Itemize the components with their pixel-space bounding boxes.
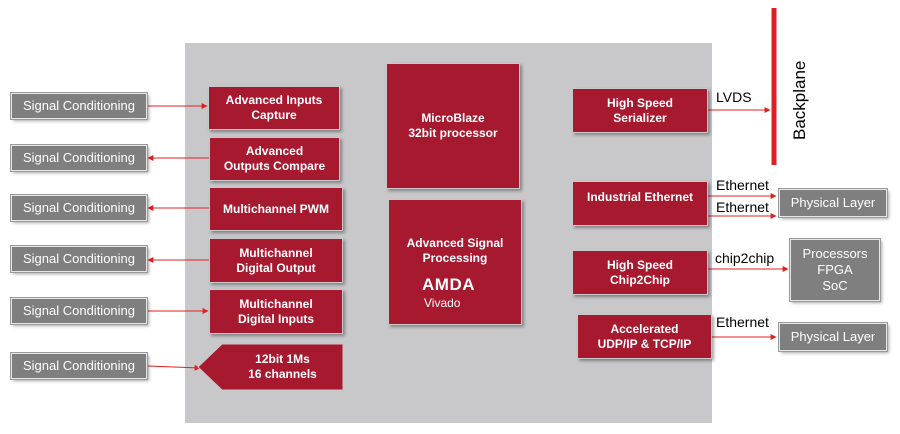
signal-conditioning-5[interactable]: Signal Conditioning: [10, 297, 148, 325]
physical-layer-1[interactable]: Physical Layer: [778, 188, 888, 218]
processors-fpga-soc-block[interactable]: Processors FPGA SoC: [789, 238, 881, 302]
high-speed-chip2chip-block[interactable]: High Speed Chip2Chip: [572, 250, 708, 295]
amd-logo: AMDA: [422, 275, 475, 294]
advanced-outputs-compare-block[interactable]: Advanced Outputs Compare: [209, 137, 340, 181]
multichannel-pwm-block[interactable]: Multichannel PWM: [209, 187, 343, 231]
ethernet-label-2: Ethernet: [716, 199, 769, 215]
signal-conditioning-1[interactable]: Signal Conditioning: [10, 92, 148, 120]
adc-block-label[interactable]: 12bit 1Ms 16 channels: [248, 352, 317, 381]
ethernet-label-1: Ethernet: [716, 177, 769, 193]
lvds-label: LVDS: [716, 89, 752, 105]
advanced-inputs-capture-block[interactable]: Advanced Inputs Capture: [208, 86, 340, 130]
chip2chip-label: chip2chip: [715, 250, 775, 266]
physical-layer-2[interactable]: Physical Layer: [778, 322, 888, 352]
wire-adc: [147, 364, 201, 371]
multichannel-digital-output-block[interactable]: Multichannel Digital Output: [209, 238, 343, 283]
signal-conditioning-2[interactable]: Signal Conditioning: [10, 144, 148, 172]
accelerated-udp-tcp-block[interactable]: Accelerated UDP/IP & TCP/IP: [577, 314, 712, 359]
advanced-signal-processing-block[interactable]: Advanced Signal Processing: [388, 199, 522, 325]
multichannel-digital-inputs-block[interactable]: Multichannel Digital Inputs: [209, 289, 343, 334]
signal-conditioning-4[interactable]: Signal Conditioning: [10, 245, 148, 273]
adc-block-shape: [197, 343, 344, 391]
signal-conditioning-3[interactable]: Signal Conditioning: [10, 194, 148, 222]
signal-conditioning-6[interactable]: Signal Conditioning: [10, 352, 148, 380]
industrial-ethernet-block[interactable]: Industrial Ethernet: [572, 181, 708, 226]
backplane-label: Backplane: [790, 60, 809, 140]
ethernet-label-3: Ethernet: [716, 314, 769, 330]
microblaze-block[interactable]: MicroBlaze 32bit processor: [386, 63, 520, 189]
high-speed-serializer-block[interactable]: High Speed Serializer: [572, 88, 708, 133]
vivado-label: Vivado: [424, 296, 461, 310]
